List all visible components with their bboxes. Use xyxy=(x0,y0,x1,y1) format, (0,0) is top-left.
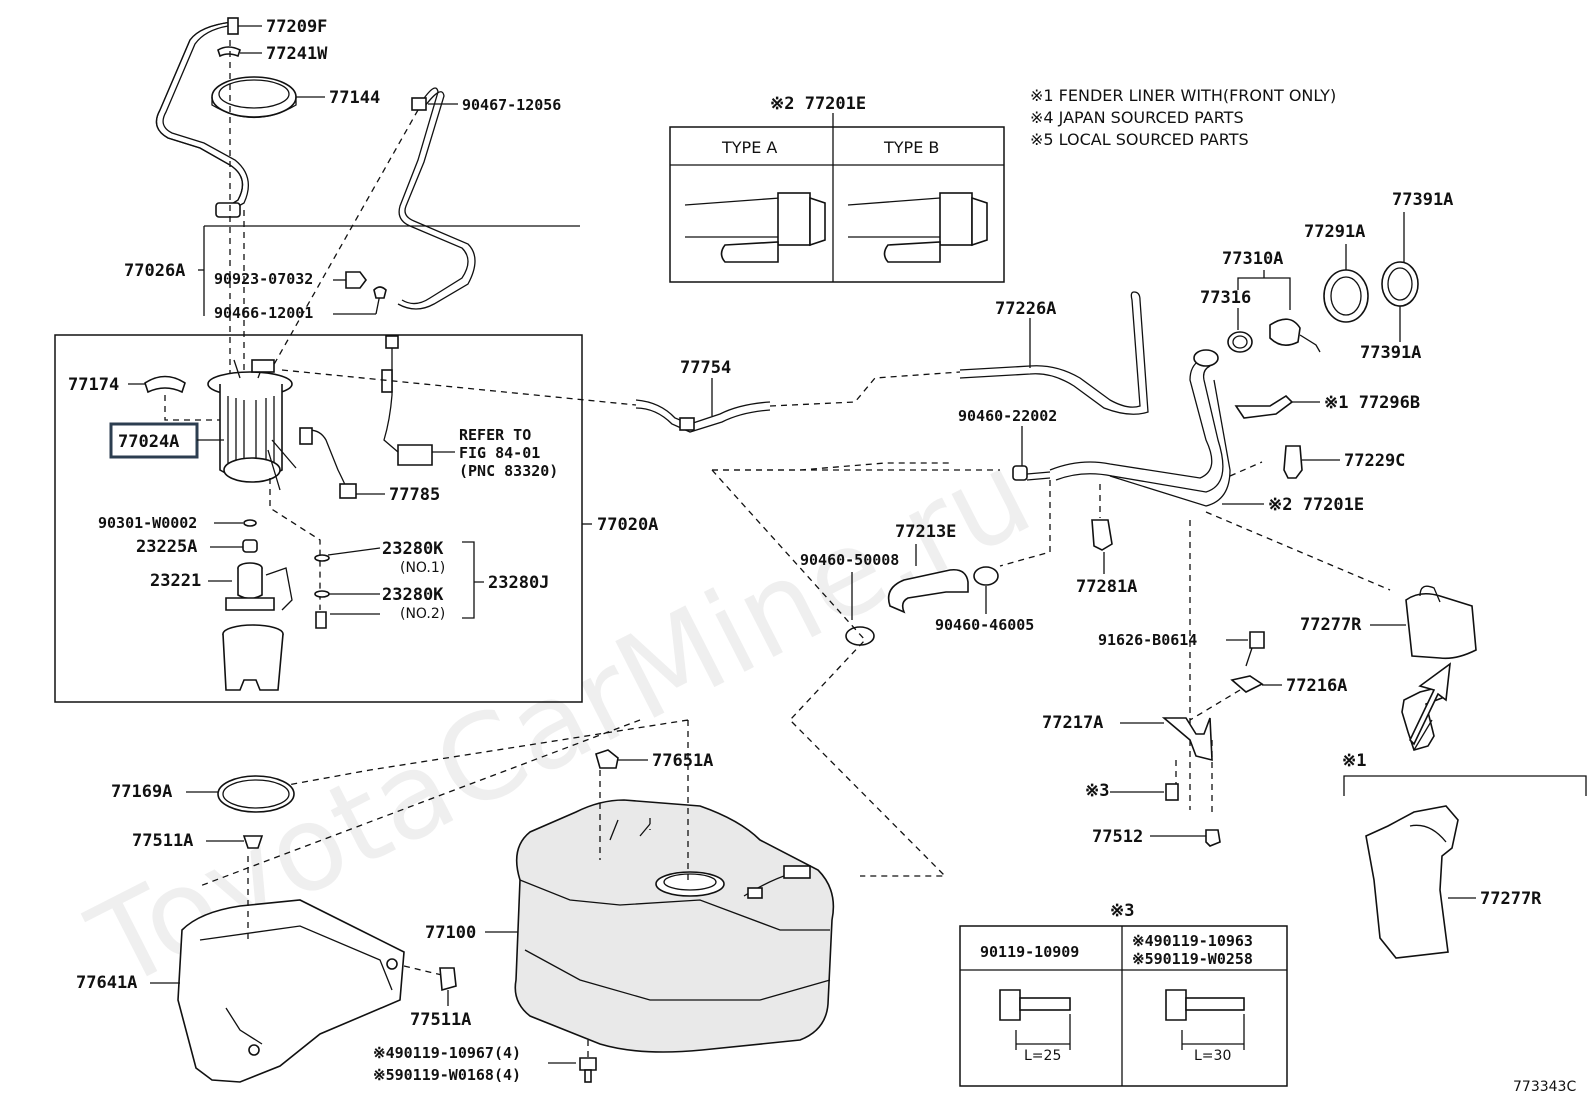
protector-77641A: 77641A xyxy=(76,856,447,1083)
label-90460-50008: 90460-50008 xyxy=(800,551,899,569)
bolt-length-1: L=25 xyxy=(1024,1048,1061,1064)
plug-77511A-bot: 77511A xyxy=(410,967,471,1030)
fuel-tank: 77100 xyxy=(425,770,835,1070)
label-77217A: 77217A xyxy=(1042,713,1103,733)
label-77201E: ※2 77201E xyxy=(1268,495,1364,515)
label-77291A: 77291A xyxy=(1304,222,1365,242)
label-77144: 77144 xyxy=(329,88,380,108)
part-77651A: 77651A xyxy=(199,719,713,887)
type-a-connector xyxy=(684,192,826,263)
pump-assembly-box: 77020A 77174 77024A 77785 xyxy=(54,334,658,703)
filler-pipe-area: 90460-22002 77316 77310A 77291A 77391A 7… xyxy=(958,190,1453,597)
label-23221: 23221 xyxy=(150,571,201,591)
vapor-hoses: 77754 77226A xyxy=(281,291,1149,433)
tank-bolts: ※490119-10967(4) ※590119-W0168(4) xyxy=(373,1044,597,1084)
label-77296B: ※1 77296B xyxy=(1324,393,1420,413)
fuel-filter-cup xyxy=(222,624,284,691)
label-77651A: 77651A xyxy=(652,751,713,771)
label-23280J: 23280J xyxy=(488,573,549,593)
fender-liner-parts: 77277R ※1 77277R xyxy=(1300,585,1587,959)
type-b-connector xyxy=(847,192,988,263)
label-90467-12056: 90467-12056 xyxy=(462,96,561,114)
label-77024A[interactable]: 77024A xyxy=(118,432,179,452)
bolt-length-2: L=30 xyxy=(1194,1048,1231,1064)
bolt-table: ※3 90119-10909 ※490119-10963 ※590119-W02… xyxy=(959,901,1288,1087)
label-23280K-1: 23280K xyxy=(382,539,444,559)
type-box-ref: ※2 77201E xyxy=(770,94,866,114)
bolt-table-col2-line2: ※590119-W0258 xyxy=(1132,950,1253,968)
fuel-pump-body xyxy=(207,359,297,491)
note-4: ※4 JAPAN SOURCED PARTS xyxy=(1030,108,1244,127)
top-left-parts: 77209F 77241W 77144 90467-12056 77026A 9… xyxy=(124,17,580,376)
label-77512: 77512 xyxy=(1092,827,1143,847)
bracket-parts: 91626-B0614 77216A 77217A ※3 77512 xyxy=(1042,520,1347,847)
label-77277R-bot: 77277R xyxy=(1480,889,1542,909)
fuel-pump-motor xyxy=(225,562,293,611)
label-23280K-2-sub: (NO.2) xyxy=(400,606,445,622)
bolt-table-col1: 90119-10909 xyxy=(980,943,1079,961)
label-90466-12001: 90466-12001 xyxy=(214,304,313,322)
label-90923-07032: 90923-07032 xyxy=(214,270,313,288)
note-1: ※1 FENDER LINER WITH(FRONT ONLY) xyxy=(1030,86,1336,105)
label-77310A: 77310A xyxy=(1222,249,1283,269)
label-77785: 77785 xyxy=(389,485,440,505)
label-90119-W0168: ※590119-W0168(4) xyxy=(373,1066,521,1084)
type-box: ※2 77201E TYPE A TYPE B xyxy=(669,94,1005,283)
label-91626-B0614: 91626-B0614 xyxy=(1098,631,1197,649)
label-77229C: 77229C xyxy=(1344,451,1405,471)
bolt-table-title: ※3 xyxy=(1110,901,1134,921)
label-77026A: 77026A xyxy=(124,261,185,281)
label-77174: 77174 xyxy=(68,375,119,395)
label-77391A-top: 77391A xyxy=(1392,190,1453,210)
type-b-label: TYPE B xyxy=(883,138,939,157)
plug-77511A-top: 77511A xyxy=(132,831,264,851)
label-90460-46005: 90460-46005 xyxy=(935,616,1034,634)
label-77277R-top: 77277R xyxy=(1300,615,1362,635)
label-77511A-top: 77511A xyxy=(132,831,193,851)
gasket-77169A: 77169A xyxy=(111,775,295,813)
label-90119-10967: ※490119-10967(4) xyxy=(373,1044,521,1062)
label-77226A: 77226A xyxy=(995,299,1056,319)
label-77281A: 77281A xyxy=(1076,577,1137,597)
label-77169A: 77169A xyxy=(111,782,172,802)
type-a-label: TYPE A xyxy=(721,138,777,157)
label-77020A: 77020A xyxy=(597,515,658,535)
label-mark1: ※1 xyxy=(1342,751,1366,771)
label-77216A: 77216A xyxy=(1286,676,1347,696)
label-77213E: 77213E xyxy=(895,522,956,542)
label-mark3: ※3 xyxy=(1085,781,1109,801)
label-23280K-1-sub: (NO.1) xyxy=(400,560,445,576)
label-77100: 77100 xyxy=(425,923,476,943)
refer-line-1: REFER TO xyxy=(459,426,531,444)
diagram-id: 773343C xyxy=(1513,1079,1576,1095)
notes-block: ※1 FENDER LINER WITH(FRONT ONLY) ※4 JAPA… xyxy=(1030,86,1336,149)
label-77391A-bot: 77391A xyxy=(1360,343,1421,363)
label-77641A: 77641A xyxy=(76,973,137,993)
label-23225A: 23225A xyxy=(136,537,197,557)
refer-line-2: FIG 84-01 xyxy=(459,444,540,462)
bolt-table-col2-line1: ※490119-10963 xyxy=(1132,932,1253,950)
label-77754: 77754 xyxy=(680,358,731,378)
label-90460-22002: 90460-22002 xyxy=(958,407,1057,425)
label-90301-W0002: 90301-W0002 xyxy=(98,514,197,532)
direction-arrow xyxy=(1409,662,1451,746)
label-77316: 77316 xyxy=(1200,288,1251,308)
note-5: ※5 LOCAL SOURCED PARTS xyxy=(1030,130,1249,149)
label-23280K-2: 23280K xyxy=(382,585,444,605)
label-77241W: 77241W xyxy=(266,44,328,64)
refer-line-3: (PNC 83320) xyxy=(459,462,558,480)
label-77511A-bot: 77511A xyxy=(410,1010,471,1030)
label-77209F: 77209F xyxy=(266,17,327,37)
hose-77213E: 77213E 90460-50008 90460-46005 xyxy=(800,522,1034,646)
